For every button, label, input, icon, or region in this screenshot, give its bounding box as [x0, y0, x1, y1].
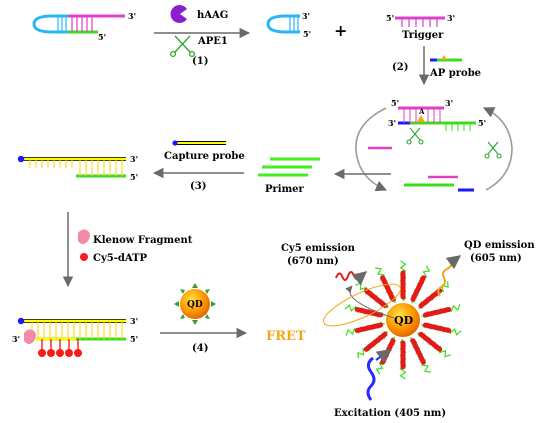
qd-dna-arm	[399, 338, 407, 380]
cycle-5prime-top: 5'	[391, 98, 399, 108]
qd-nm-label: (605 nm)	[470, 253, 522, 264]
step4-label: (4)	[192, 343, 208, 354]
ext-5prime: 5'	[130, 334, 138, 344]
ap-probe-label: AP probe	[429, 68, 481, 79]
ape1-label: APE1	[197, 36, 228, 47]
haag-label: hAAG	[197, 10, 228, 21]
small-qd-label: QD	[187, 300, 203, 310]
qd-emission-label: QD emission	[464, 240, 535, 251]
red-dot-icon	[80, 253, 88, 261]
klenow-label: Klenow Fragment	[93, 235, 193, 246]
primer-label: Primer	[265, 184, 305, 195]
trigger-strand: 5' 3' Trigger	[386, 13, 455, 41]
qd-dna-arm	[345, 321, 385, 336]
capture-duplex: 3' 5'	[17, 154, 138, 182]
cy5-emission-label: Cy5 emission	[281, 243, 356, 254]
capture-probe-icon	[172, 140, 226, 146]
hairpin-5prime: 5'	[98, 32, 106, 42]
fret-qd-complex: QD	[344, 260, 462, 380]
qd-dna-arm	[375, 267, 397, 304]
qd-dna-arm	[344, 304, 385, 318]
qd-dna-arm	[355, 282, 389, 309]
big-qd-label: QD	[394, 314, 414, 327]
trigger-3prime: 3'	[447, 13, 455, 23]
hairpin-with-trigger: 3' 5'	[32, 11, 136, 42]
cleaved-hairpin: 3' 5'	[266, 11, 311, 39]
excitation-label: Excitation (405 nm)	[334, 408, 446, 419]
qd-dna-arm	[410, 265, 431, 304]
fret-label: FRET	[266, 329, 306, 344]
duplex-3prime: 3'	[130, 154, 138, 164]
capture-probe-label: Capture probe	[164, 151, 245, 162]
cleaved-5prime: 5'	[303, 29, 311, 39]
qd-dna-arm	[399, 260, 407, 302]
step1-label: (1)	[192, 56, 208, 67]
cy5-emission-wave	[335, 271, 361, 281]
step3-label: (3)	[190, 181, 206, 192]
qd-dna-arm	[421, 304, 461, 319]
trigger-label: Trigger	[402, 30, 444, 41]
qd-core	[386, 303, 420, 337]
excitation-wave	[366, 356, 376, 401]
extended-duplex: 3' 3' 5'	[12, 316, 138, 357]
cy5-nm-label: (670 nm)	[287, 256, 339, 267]
plus-sign: +	[334, 21, 347, 40]
cycle-5prime-bot: 5'	[478, 118, 486, 128]
ap-probe-icon	[430, 55, 462, 62]
fret-arrow	[345, 285, 395, 319]
scissors-icon	[169, 35, 196, 58]
ext-3prime-left: 3'	[12, 334, 20, 344]
trigger-5prime: 5'	[386, 13, 394, 23]
qd-dna-arm	[357, 331, 389, 359]
cy5-datp-label: Cy5-dATP	[93, 253, 148, 264]
ap-site-letter: A	[418, 107, 425, 116]
primer-strands	[258, 157, 320, 177]
pacman-enzyme-icon	[170, 4, 187, 23]
qd-dna-arm	[421, 322, 462, 336]
cleaved-3prime: 3'	[302, 11, 310, 21]
cycle-3prime-top: 3'	[445, 98, 453, 108]
hairpin-3prime: 3'	[128, 11, 136, 21]
duplex-5prime: 5'	[130, 172, 138, 182]
ext-3prime-top: 3'	[130, 316, 138, 326]
amplification-cycle: A 5' 3' 3' 5'	[355, 98, 513, 192]
quantum-dot-icon: QD	[174, 283, 216, 325]
cycle-3prime-bot: 3'	[388, 118, 396, 128]
qd-dna-arm	[417, 331, 451, 358]
step2-label: (2)	[392, 62, 408, 73]
qd-dna-arm	[409, 336, 431, 373]
polymerase-icon	[78, 229, 90, 244]
